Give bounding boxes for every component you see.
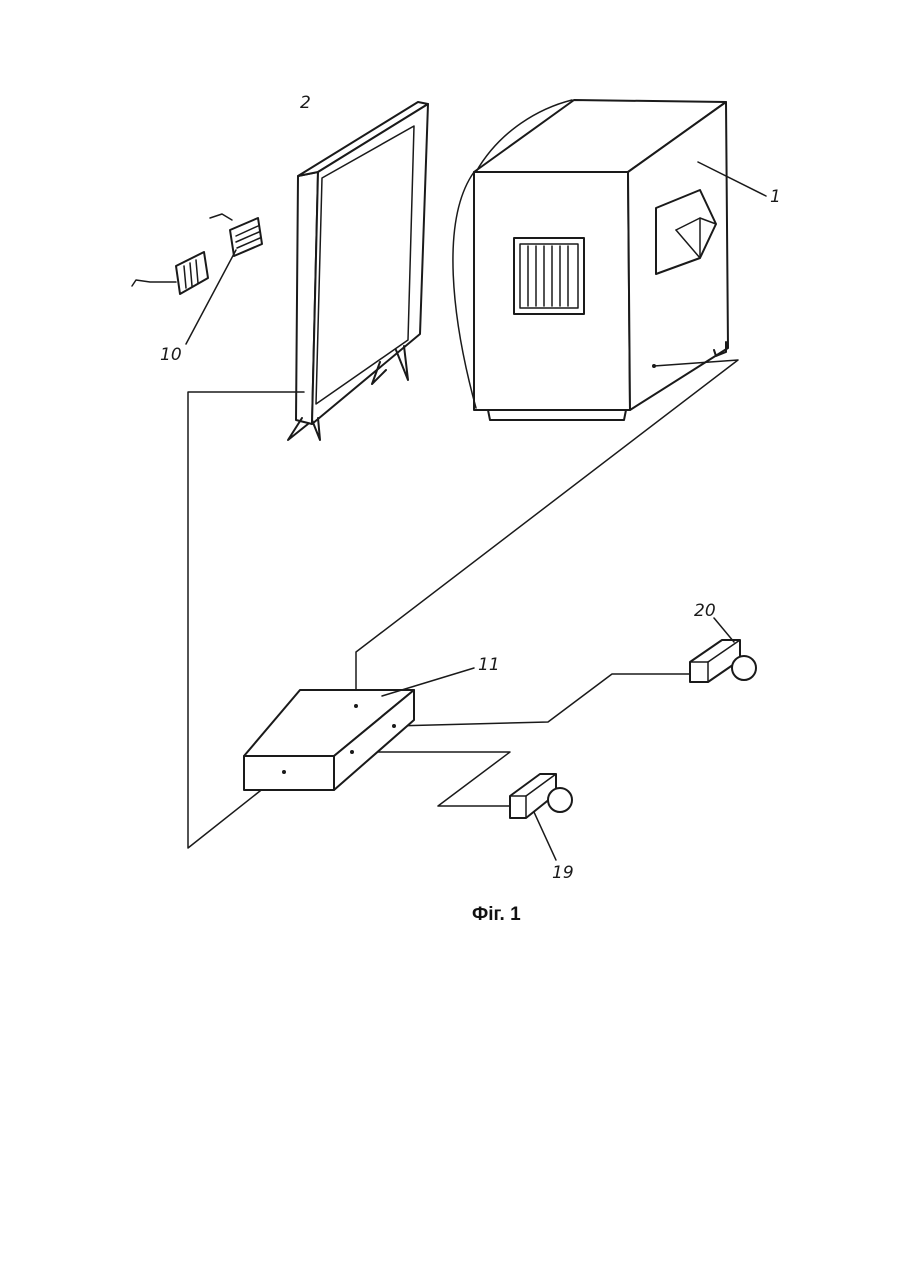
- camera-lower: [510, 774, 572, 860]
- vent-grille: [514, 238, 584, 314]
- remote-base: [176, 252, 208, 294]
- cabinet: [453, 100, 766, 420]
- label-remote: 10: [160, 345, 182, 365]
- label-control-unit: 11: [478, 655, 500, 675]
- screen-panel: [288, 102, 428, 440]
- leader-unit: [382, 668, 474, 696]
- label-cabinet: 1: [770, 187, 781, 207]
- label-screen: 2: [300, 93, 311, 113]
- control-unit: [244, 668, 474, 790]
- label-camera-upper: 20: [694, 601, 716, 621]
- label-camera-lower: 19: [552, 863, 574, 883]
- leader-camera-upper: [714, 618, 734, 642]
- figure-caption: Фіг. 1: [472, 904, 521, 925]
- leader-camera-lower: [534, 812, 556, 860]
- camera-upper: [690, 618, 756, 682]
- remote-assembly: [132, 214, 262, 344]
